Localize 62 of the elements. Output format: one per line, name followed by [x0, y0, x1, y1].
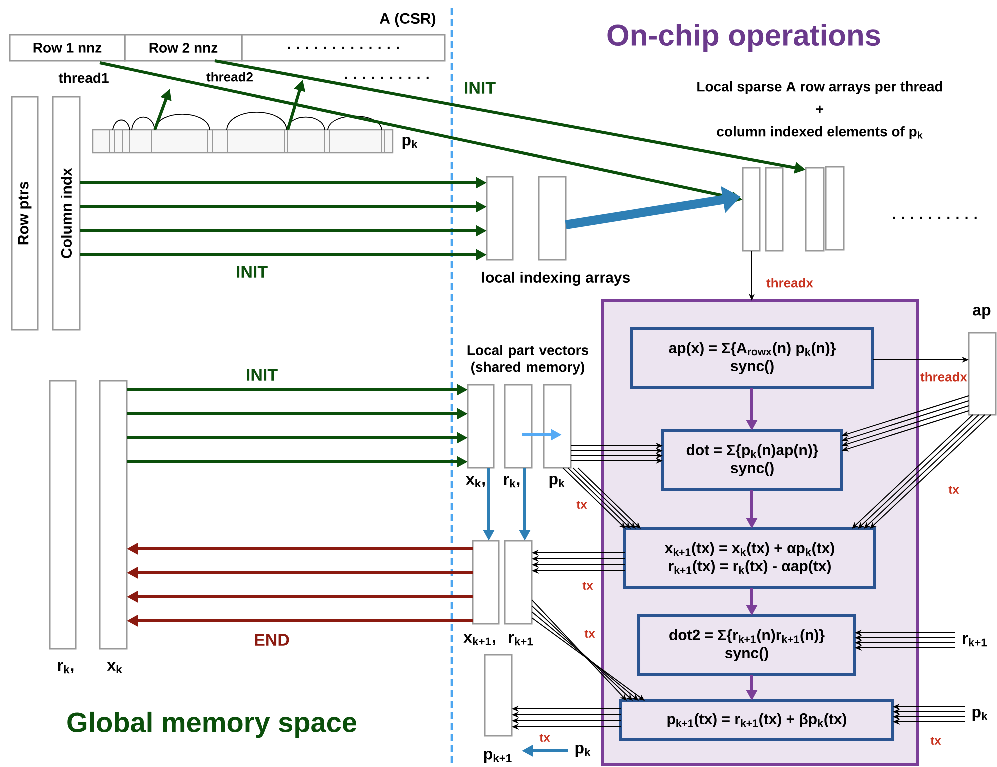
array-cell: Row 2 nnz — [124, 34, 243, 62]
caption-text: Local part vectors (shared memory) — [468, 345, 588, 375]
vector-box — [49, 380, 77, 650]
edge-label: tx — [576, 501, 588, 509]
array-column: Column indx — [52, 96, 81, 331]
thread-label: thread2 — [206, 72, 253, 82]
caption-text: column indexed elements of p$_{k}$ — [717, 126, 923, 140]
ellipsis: . . . . . . . . . . — [893, 216, 977, 220]
edge-label: tx — [584, 630, 596, 638]
vector-label: r$_{k+1}$ — [509, 634, 534, 646]
vector-box — [968, 332, 997, 416]
section-title: On-chip operations — [608, 24, 880, 52]
region-title: Global memory space — [68, 712, 357, 738]
vector-label: x$_{k}$, — [466, 476, 485, 488]
array-cell: . . . . . . . . . . . . . — [241, 34, 446, 62]
edge-label: threadx — [766, 278, 814, 288]
vector-box — [765, 167, 784, 252]
edge-label: tx — [930, 737, 942, 745]
vector-label: r$_{k+1}$ — [963, 635, 988, 647]
vector-box — [484, 654, 513, 737]
edge-label: tx — [582, 582, 594, 590]
vector-box — [538, 176, 567, 261]
vector-box — [486, 176, 514, 261]
vector-label: r$_{k}$, — [504, 476, 520, 488]
vector-box — [543, 384, 572, 469]
caption-text: local indexing arrays — [482, 272, 630, 286]
vector-label: p$_{k}$ — [402, 137, 418, 149]
vector-strip — [92, 129, 394, 154]
vector-label: p$_{k}$ — [576, 745, 591, 757]
formula-box: p$_{k+1}$(tx) = r$_{k+1}$(tx) + βp$_{k}$(tx) — [620, 700, 894, 742]
vector-label: p$_{k}$ — [972, 709, 988, 721]
phase-label: INIT — [465, 82, 496, 94]
vector-label: x$_{k}$ — [107, 662, 122, 674]
vector-label: ap — [973, 307, 991, 319]
vector-box — [99, 380, 128, 650]
formula-box: dot = Σ{p$_{k}$(n)ap(n)} sync() — [662, 430, 844, 492]
edge-label: threadx — [920, 372, 968, 382]
formula-box: x$_{k+1}$(tx) = x$_{k}$(tx) + αp$_{k}$(tx) r$_{k+1}$(tx) = r$_{k}$(tx) - αap(tx) — [624, 528, 876, 590]
vector-box — [467, 384, 495, 469]
edge-label: END — [255, 634, 290, 646]
vector-box — [504, 540, 533, 625]
vector-box — [825, 166, 845, 251]
edge-label: tx — [948, 486, 960, 494]
vector-box — [805, 167, 825, 252]
edge-label: INIT — [247, 369, 278, 381]
array-cell: Row 1 nnz — [9, 34, 126, 62]
vector-label: r$_{k}$, — [58, 662, 74, 674]
vector-label: p$_{k}$ — [550, 476, 565, 488]
ellipsis: . . . . . . . . . . — [345, 76, 429, 80]
thread-label: thread1 — [58, 72, 109, 84]
vector-box — [742, 167, 761, 252]
vector-label: x$_{k+1}$, — [464, 634, 496, 646]
formula-box: ap(x) = Σ{A$_{rowx}$(n) p$_{k}$(n)} sync() — [630, 328, 874, 390]
edge-label: INIT — [237, 266, 268, 278]
vector-box — [472, 540, 500, 625]
caption-text: Local sparse A row arrays per thread — [698, 81, 942, 95]
caption-text: + — [816, 106, 824, 113]
vector-label: p$_{k+1}$ — [484, 751, 512, 763]
edge-label: tx — [540, 734, 550, 742]
array-column: Row ptrs — [11, 96, 39, 331]
vector-box — [504, 384, 533, 469]
formula-box: dot2 = Σ{r$_{k+1}$(n)r$_{k+1}$(n)} sync() — [638, 614, 856, 676]
